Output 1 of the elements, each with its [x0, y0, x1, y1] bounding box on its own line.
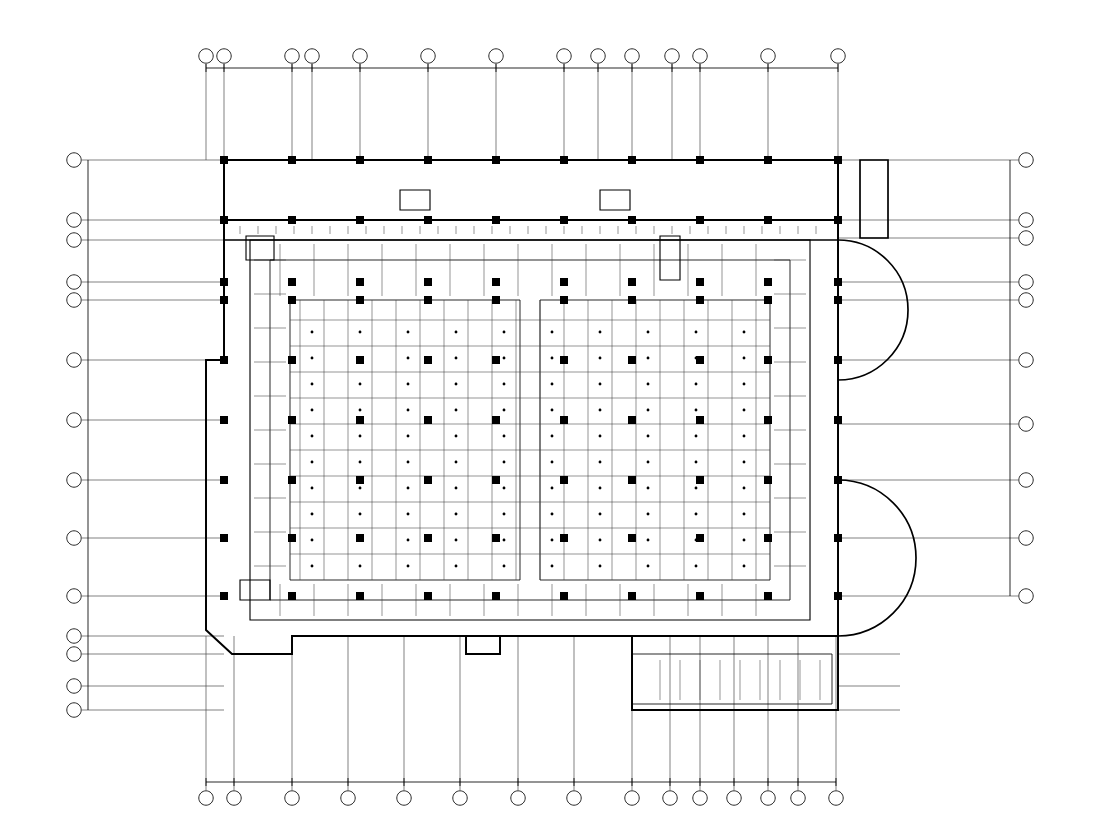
floor-plan-drawing: [66, 48, 1034, 806]
